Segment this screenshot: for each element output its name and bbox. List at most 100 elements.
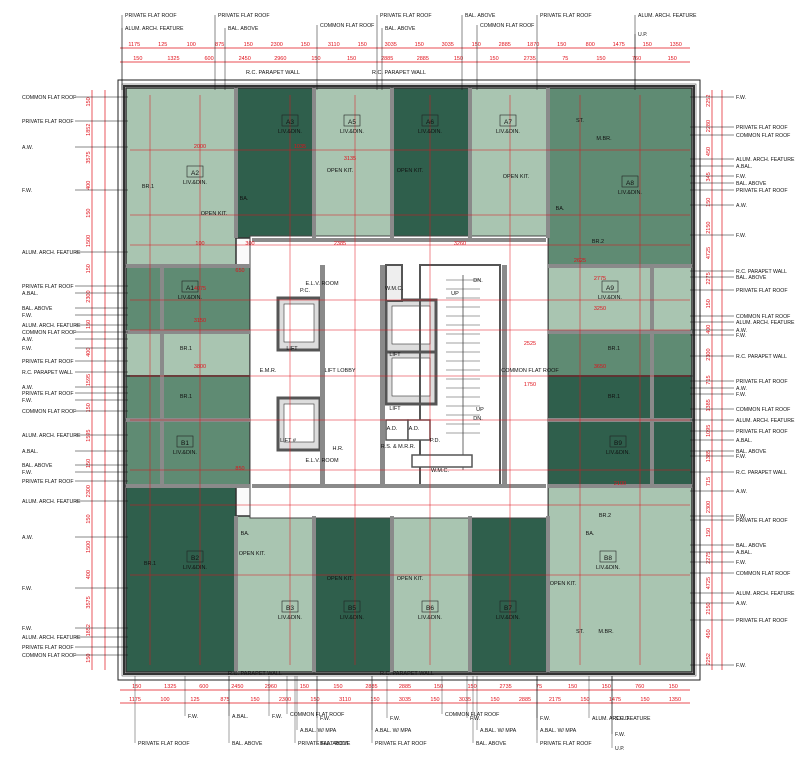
- right-callout-label: BAL. ABOVE: [736, 449, 767, 455]
- left-callout-label: F.W.: [22, 346, 32, 352]
- top-callout-label: ALUM. ARCH. FEATURE: [125, 26, 184, 32]
- dimension-label: 1500: [86, 541, 92, 553]
- unit-area: [125, 485, 237, 673]
- unit-tag: [186, 550, 204, 563]
- right-callout-label: A.W.: [736, 386, 747, 392]
- dimension-label: 150: [358, 42, 367, 48]
- wall: [548, 484, 692, 488]
- room-label: OPEN KIT.: [397, 576, 424, 582]
- core-label: E.L.V. ROOM: [305, 281, 339, 287]
- unit-label: A7: [504, 119, 512, 126]
- dimension-label: 1385: [706, 399, 712, 411]
- dimension-label: 2252: [706, 653, 712, 665]
- bottom-callout-label: BAL. ABOVE: [232, 741, 263, 747]
- dimension-label: 450: [706, 147, 712, 156]
- left-callout-label: BAL. ABOVE: [22, 306, 53, 312]
- top-callout-label: BAL. ABOVE: [465, 13, 496, 19]
- room-label: LIV.&DIN.: [340, 129, 364, 135]
- right-callout-label: PRIVATE FLAT ROOF: [736, 379, 788, 385]
- unit-area: [547, 265, 693, 333]
- dimension-label: 3260: [454, 241, 466, 247]
- dimension-label: 2300: [279, 697, 291, 703]
- dimension-label: 150: [86, 97, 92, 106]
- left-callout-label: F.W.: [22, 398, 32, 404]
- dimension-label: 715: [706, 477, 712, 486]
- dimension-label: 600: [204, 56, 213, 62]
- room-label: BA.: [556, 206, 565, 212]
- dimension-label: 150: [467, 684, 476, 690]
- wall: [126, 484, 250, 488]
- wall: [548, 330, 692, 334]
- dimension-label: 2252: [706, 95, 712, 107]
- room-label: OPEN KIT.: [239, 551, 266, 557]
- right-callout-label: BAL. ABOVE: [736, 543, 767, 549]
- dimension-label: 760: [635, 684, 644, 690]
- right-callout-label: ALUM. ARCH. FEATURE: [736, 320, 795, 326]
- bottom-callout-label: COMMON FLAT ROOF: [445, 712, 499, 718]
- unit-label: B9: [614, 440, 622, 447]
- room-label: BA.: [241, 531, 250, 537]
- unit-tag: [499, 114, 517, 127]
- unit-area: [313, 87, 393, 239]
- dimension-label: 150: [86, 209, 92, 218]
- dimension-label: 3135: [344, 156, 356, 162]
- dimension-label: 150: [133, 56, 142, 62]
- unit-tag: [281, 114, 299, 127]
- wall: [546, 88, 550, 238]
- unit-label: B5: [348, 605, 356, 612]
- dimension-label: 3110: [328, 42, 340, 48]
- dimension-label: 400: [86, 348, 92, 357]
- dimension-label: 345: [706, 172, 712, 181]
- left-callout-label: BAL. ABOVE: [22, 463, 53, 469]
- dimension-label: 3150: [194, 318, 206, 324]
- unit-label: A8: [626, 180, 634, 187]
- dimension-label: 2175: [549, 697, 561, 703]
- left-callout-label: ALUM. ARCH. FEATURE: [22, 323, 81, 329]
- left-callout-label: COMMON FLAT ROOF: [22, 409, 76, 415]
- right-callout-label: F.W.: [736, 233, 746, 239]
- dimension-label: 150: [132, 684, 141, 690]
- room-label: LIV.&DIN.: [418, 129, 442, 135]
- core-label: R.S. & M.R.R.: [381, 444, 416, 450]
- rc-parapet-label: R.C. PARAPET WALL: [380, 671, 434, 677]
- unit-area: [391, 87, 471, 239]
- unit-area: [547, 87, 693, 267]
- right-callout-label: PRIVATE FLAT ROOF: [736, 288, 788, 294]
- dimension-label: 3035: [385, 42, 397, 48]
- dimension-label: 150: [434, 684, 443, 690]
- bottom-callout-label: A.BAL. W/ MPA: [540, 728, 577, 734]
- dimension-label: 1350: [670, 42, 682, 48]
- unit-tag: [186, 165, 204, 178]
- right-callout-label: F.W.: [736, 392, 746, 398]
- right-callout-label: F.W.: [736, 663, 746, 669]
- dimension-label: 1852: [86, 624, 92, 636]
- left-callout-label: A.W.: [22, 145, 33, 151]
- bottom-callout-label: U.P.: [615, 746, 624, 752]
- room-label: BR.1: [144, 561, 156, 567]
- left-callout-label: ALUM. ARCH. FEATURE: [22, 250, 81, 256]
- left-callout-label: COMMON FLAT ROOF: [22, 95, 76, 101]
- dimension-label: 150: [706, 299, 712, 308]
- dimension-label: 1325: [167, 56, 179, 62]
- lift-car: [391, 305, 431, 345]
- top-callout-label: COMMON FLAT ROOF: [320, 23, 374, 29]
- dimension-label: 4075: [194, 286, 206, 292]
- dimension-label: 400: [86, 181, 92, 190]
- dimension-label: 3035: [442, 42, 454, 48]
- unit-tag: [343, 600, 361, 613]
- dimension-label: 2885: [399, 684, 411, 690]
- dimension-label: 300: [245, 241, 254, 247]
- dimension-label: 150: [300, 684, 309, 690]
- unit-label: B2: [191, 555, 199, 562]
- dimension-label: 2735: [499, 684, 511, 690]
- unit-area: [547, 485, 693, 673]
- right-callout-label: COMMON FLAT ROOF: [736, 133, 790, 139]
- bottom-callout-label: A.BAL. W/ MPA: [375, 728, 412, 734]
- dimension-label: 150: [86, 320, 92, 329]
- room-label: BA.: [240, 196, 249, 202]
- room-label: OPEN KIT.: [550, 581, 577, 587]
- bottom-callout-label: PRIVATE FLAT ROOF: [138, 741, 190, 747]
- room-label: LIV.&DIN.: [183, 565, 207, 571]
- room-label: LIV.&DIN.: [178, 295, 202, 301]
